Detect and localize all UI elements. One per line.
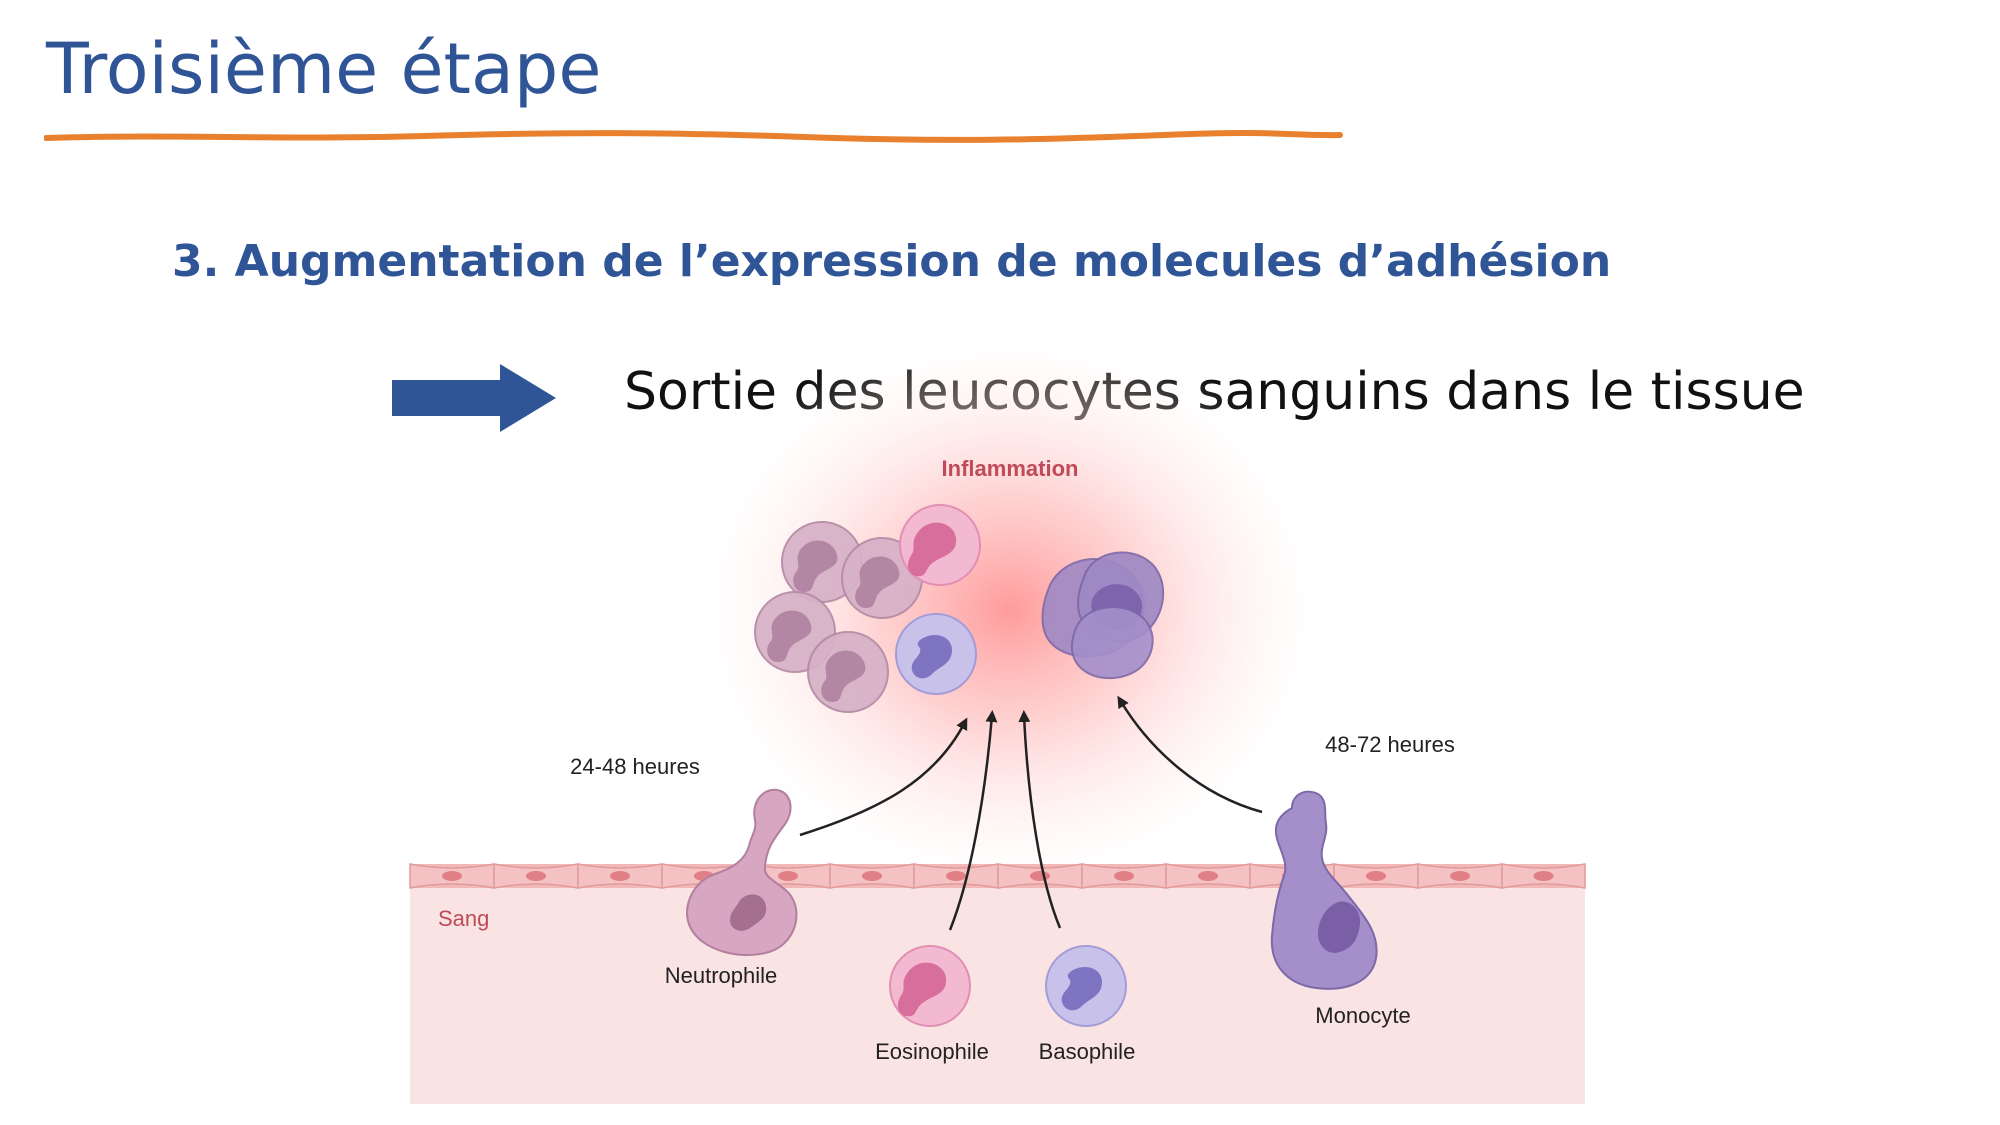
transmigrating-neutrophil — [686, 788, 798, 956]
neutrophil-cell-icon — [807, 631, 889, 713]
endothelial-nucleus — [1030, 871, 1050, 881]
right-arrow-icon — [392, 364, 556, 432]
eosinophil-label: Eosinophile — [875, 1039, 989, 1064]
blood-label: Sang — [438, 906, 489, 931]
endothelial-nucleus — [862, 871, 882, 881]
basophil-label: Basophile — [1039, 1039, 1136, 1064]
basophil-cell-icon — [1045, 945, 1127, 1027]
endothelial-nucleus — [946, 871, 966, 881]
neutrophil-cluster — [754, 504, 981, 713]
basophil-cell-icon — [895, 613, 977, 695]
subtitle: 3. Augmentation de l’expression de molec… — [172, 236, 1612, 287]
time-label-early: 24-48 heures — [570, 754, 700, 779]
endothelial-nucleus — [1533, 871, 1554, 881]
monocyte-label: Monocyte — [1315, 1003, 1410, 1028]
eosinophil-cell-icon — [899, 504, 981, 586]
endothelial-nucleus — [526, 871, 546, 881]
endothelial-nucleus — [610, 871, 630, 881]
blood-vessel-region — [410, 864, 1585, 1104]
monocyte-cluster — [1041, 551, 1165, 680]
endothelial-nucleus — [1114, 871, 1134, 881]
endothelial-nucleus — [1198, 871, 1218, 881]
transmigrating-monocyte — [1270, 790, 1378, 990]
inflammation-glow — [680, 320, 1340, 900]
arrow-monocyte — [1117, 695, 1263, 814]
endothelium-layer — [409, 863, 1586, 889]
time-label-late: 48-72 heures — [1325, 732, 1455, 757]
endothelial-nucleus — [1366, 871, 1386, 881]
neutrophil-label: Neutrophile — [665, 963, 778, 988]
endothelial-nucleus — [442, 871, 462, 881]
endothelial-nucleus — [778, 871, 798, 881]
eosinophil-cell-icon — [889, 945, 971, 1027]
title-underline — [44, 129, 1343, 143]
endothelial-nucleus — [1450, 871, 1470, 881]
monocyte-cell-icon — [1070, 605, 1154, 680]
arrow-eosinophil — [948, 710, 998, 931]
slide-title: Troisième étape — [46, 28, 602, 110]
inflammation-label: Inflammation — [942, 456, 1079, 481]
arrow-neutrophil — [799, 717, 968, 837]
arrow-basophil — [1018, 710, 1062, 929]
migration-arrows — [799, 695, 1263, 931]
